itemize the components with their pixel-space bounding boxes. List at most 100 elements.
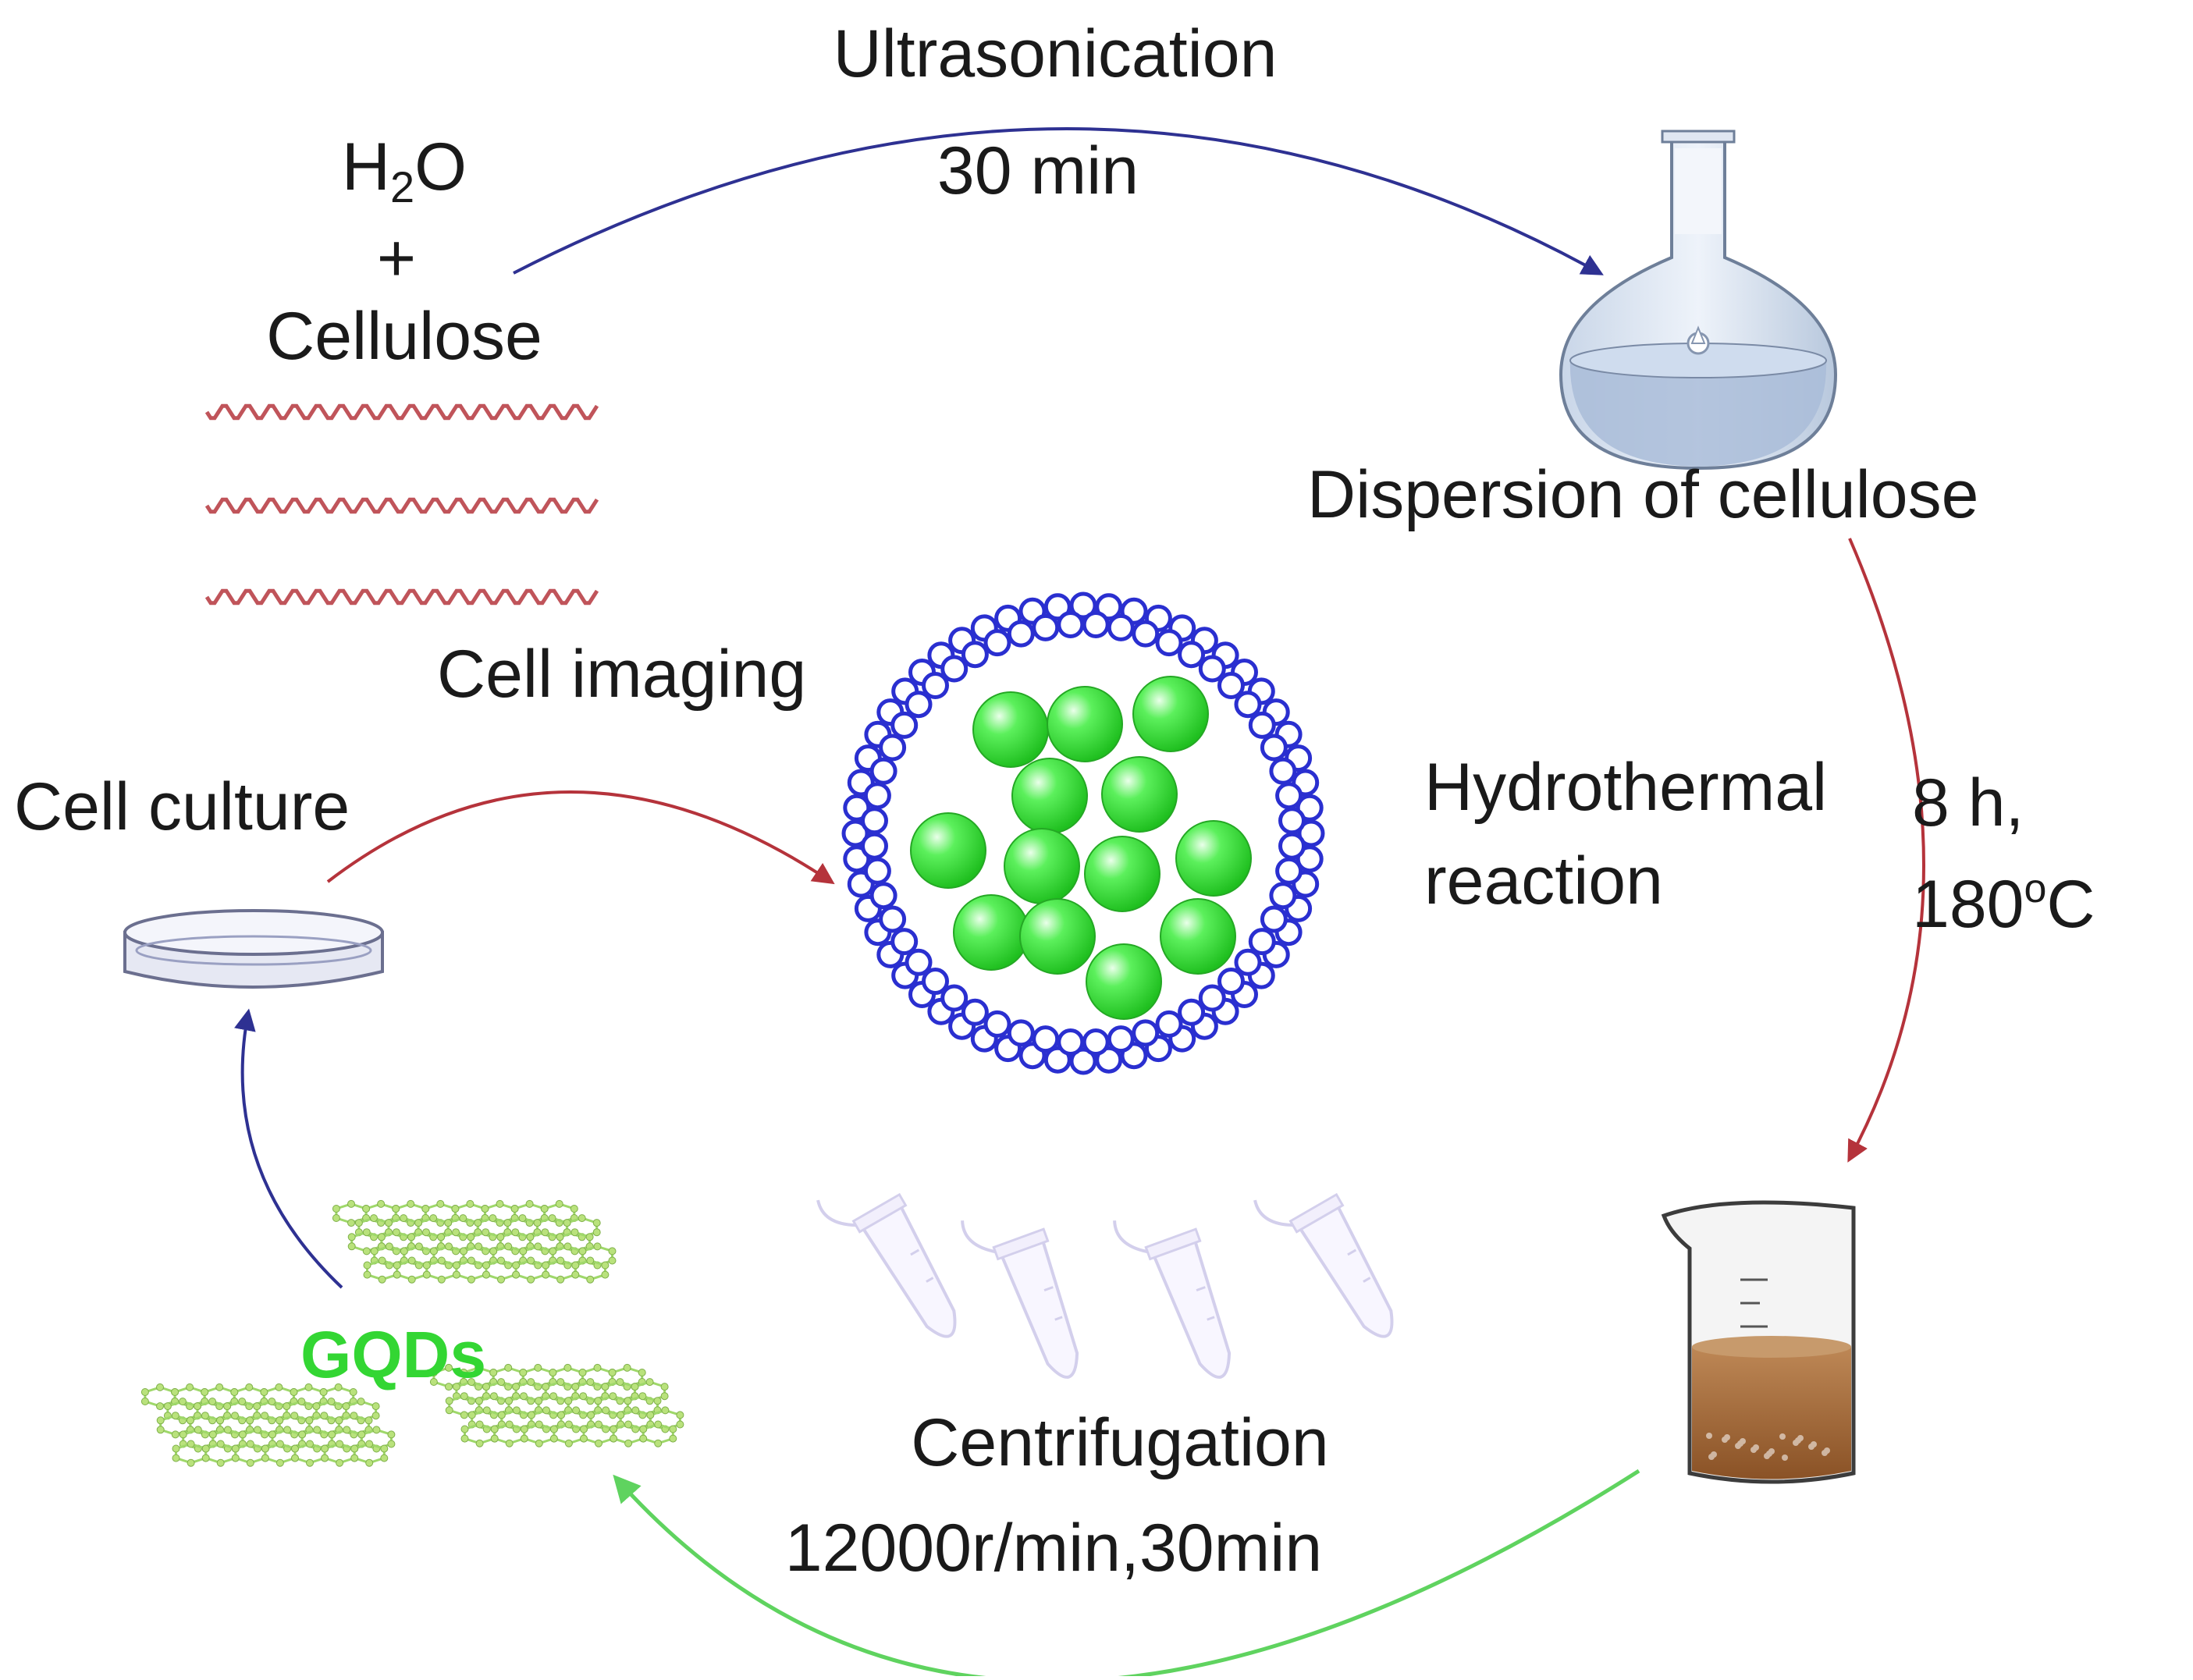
membrane-bead <box>1275 857 1303 885</box>
membrane-bead <box>1032 1025 1060 1053</box>
vesicle <box>1101 756 1178 833</box>
culture-to-imaging-arrow <box>326 790 835 885</box>
centrifugation-params-label: 12000r/min,30min <box>784 1511 1323 1586</box>
time-label: 8 h, <box>1912 765 2024 840</box>
vesicle <box>1047 686 1123 762</box>
membrane-bead <box>905 691 933 719</box>
membrane-bead <box>1269 882 1297 910</box>
membrane-bead <box>1296 845 1324 873</box>
vesicle <box>1175 820 1252 897</box>
graphene-sheet <box>429 1363 684 1447</box>
membrane-bead <box>1198 984 1226 1012</box>
ultrasonication-arrow <box>513 127 1604 275</box>
membrane-bead <box>1057 611 1085 638</box>
membrane-bead <box>1082 1028 1110 1056</box>
membrane-bead <box>1198 655 1226 683</box>
membrane-bead <box>1278 832 1306 860</box>
ultrasonication-time-label: 30 min <box>937 133 1139 208</box>
membrane-bead <box>1275 782 1303 810</box>
membrane-bead <box>1069 1047 1097 1075</box>
vesicle <box>1084 836 1160 912</box>
cell-culture-label: Cell culture <box>14 769 350 844</box>
reaction-label: reaction <box>1424 844 1663 918</box>
membrane-bead <box>1278 807 1306 835</box>
dispersion-label: Dispersion of cellulose <box>1307 457 1979 532</box>
cellulose-wave-3 <box>204 588 599 606</box>
vesicle <box>1132 676 1209 752</box>
membrane-bead <box>1260 905 1288 933</box>
cell-imaging-label: Cell imaging <box>437 637 807 712</box>
vesicle <box>1004 828 1080 904</box>
membrane-bead <box>869 882 897 910</box>
h2o-subscript: 2 <box>390 162 415 211</box>
membrane-bead <box>869 757 897 785</box>
membrane-bead <box>841 819 869 847</box>
beaker-icon <box>1661 1200 1856 1484</box>
h2o-h: H <box>341 130 391 204</box>
temp-unit: C <box>2046 867 2095 942</box>
membrane-bead <box>1007 1019 1035 1047</box>
membrane-bead <box>1107 1025 1135 1053</box>
membrane-bead <box>1248 711 1276 739</box>
membrane-bead <box>940 984 969 1012</box>
membrane-bead <box>1297 819 1325 847</box>
membrane-bead <box>1057 1028 1085 1056</box>
membrane-bead <box>1234 948 1262 976</box>
membrane-bead <box>940 655 969 683</box>
membrane-bead <box>890 928 919 956</box>
centrifugation-arrow <box>613 1469 1640 1680</box>
graphene-sheet <box>140 1383 396 1467</box>
h2o-o: O <box>414 130 467 204</box>
membrane-bead <box>1043 593 1072 621</box>
temperature-label: 180oC <box>1912 866 2095 943</box>
vesicle <box>910 812 986 889</box>
hydrothermal-arrow <box>1847 538 1925 1163</box>
membrane-bead <box>843 794 871 822</box>
vesicle <box>1160 898 1236 975</box>
membrane-bead <box>861 832 888 860</box>
petri-dish-icon <box>123 909 384 989</box>
vesicle <box>953 894 1029 971</box>
membrane-bead <box>1069 591 1097 620</box>
membrane-bead <box>983 1010 1011 1038</box>
cellulose-wave-2 <box>204 497 599 514</box>
membrane-bead <box>1269 757 1297 785</box>
h2o-label: H2O <box>342 129 467 212</box>
membrane-bead <box>843 845 871 873</box>
cellulose-label: Cellulose <box>266 299 542 374</box>
vesicle <box>972 691 1049 768</box>
gqd-to-culture-arrow <box>234 1008 343 1289</box>
vesicle <box>1019 898 1096 975</box>
membrane-bead <box>890 711 919 739</box>
centrifuge-tube-2 <box>961 1220 1079 1379</box>
membrane-bead <box>1107 613 1135 641</box>
membrane-bead <box>1082 611 1110 638</box>
ultrasonication-label: Ultrasonication <box>833 16 1278 91</box>
round-bottom-flask-icon <box>1559 130 1838 471</box>
membrane-bead <box>983 629 1011 657</box>
membrane-bead <box>905 948 933 976</box>
membrane-bead <box>1155 1010 1183 1038</box>
cellulose-fibers-icon <box>204 403 599 606</box>
plus-label: + <box>376 221 417 296</box>
membrane-bead <box>863 857 891 885</box>
cellulose-wave-1 <box>204 403 599 421</box>
membrane-bead <box>1178 998 1206 1026</box>
membrane-bead <box>1260 733 1288 762</box>
membrane-bead <box>1217 672 1245 699</box>
membrane-bead <box>879 905 907 933</box>
vesicle <box>1086 943 1162 1020</box>
membrane-bead <box>1217 968 1245 995</box>
membrane-bead <box>922 672 949 699</box>
graphene-sheet-icon <box>140 1199 684 1467</box>
vesicle <box>1011 758 1088 834</box>
centrifugation-label: Centrifugation <box>911 1405 1329 1480</box>
membrane-bead <box>1095 593 1123 621</box>
membrane-bead <box>1155 629 1183 657</box>
membrane-bead <box>1007 620 1035 648</box>
membrane-bead <box>922 968 949 995</box>
graphene-sheet <box>332 1199 617 1284</box>
membrane-bead <box>879 733 907 762</box>
